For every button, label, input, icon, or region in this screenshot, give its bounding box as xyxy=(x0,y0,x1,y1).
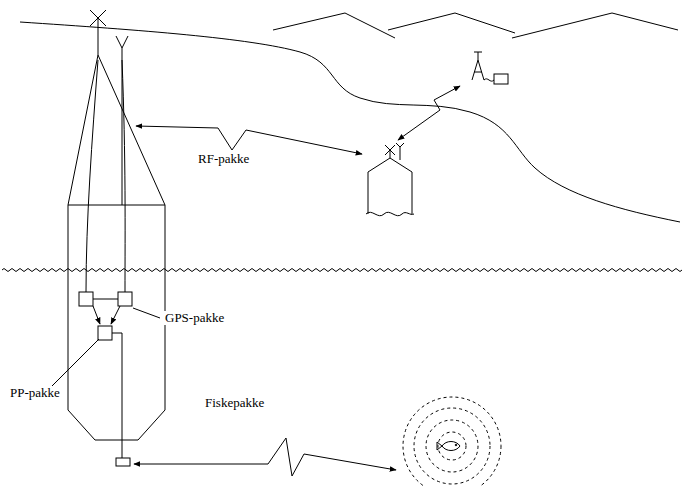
packet-label: GPS-pakke xyxy=(163,311,226,325)
buoy xyxy=(68,10,165,466)
packet-label: RF-pakke xyxy=(196,152,251,166)
coastline xyxy=(20,22,680,222)
fish-signal xyxy=(403,397,501,486)
fish xyxy=(437,442,460,451)
shore-link xyxy=(398,86,460,140)
water-surface xyxy=(2,269,682,272)
mountain xyxy=(512,13,678,38)
mountain xyxy=(388,13,515,33)
mast-station xyxy=(472,52,508,84)
mountain xyxy=(273,13,395,38)
leader-line xyxy=(133,308,160,318)
rf-link xyxy=(136,126,362,154)
leader-line xyxy=(48,339,99,390)
packet-label: Fiskepakke xyxy=(203,396,266,410)
fish-link xyxy=(134,438,396,476)
packet-label: PP-pakke xyxy=(8,386,62,400)
shore-station xyxy=(366,143,414,216)
